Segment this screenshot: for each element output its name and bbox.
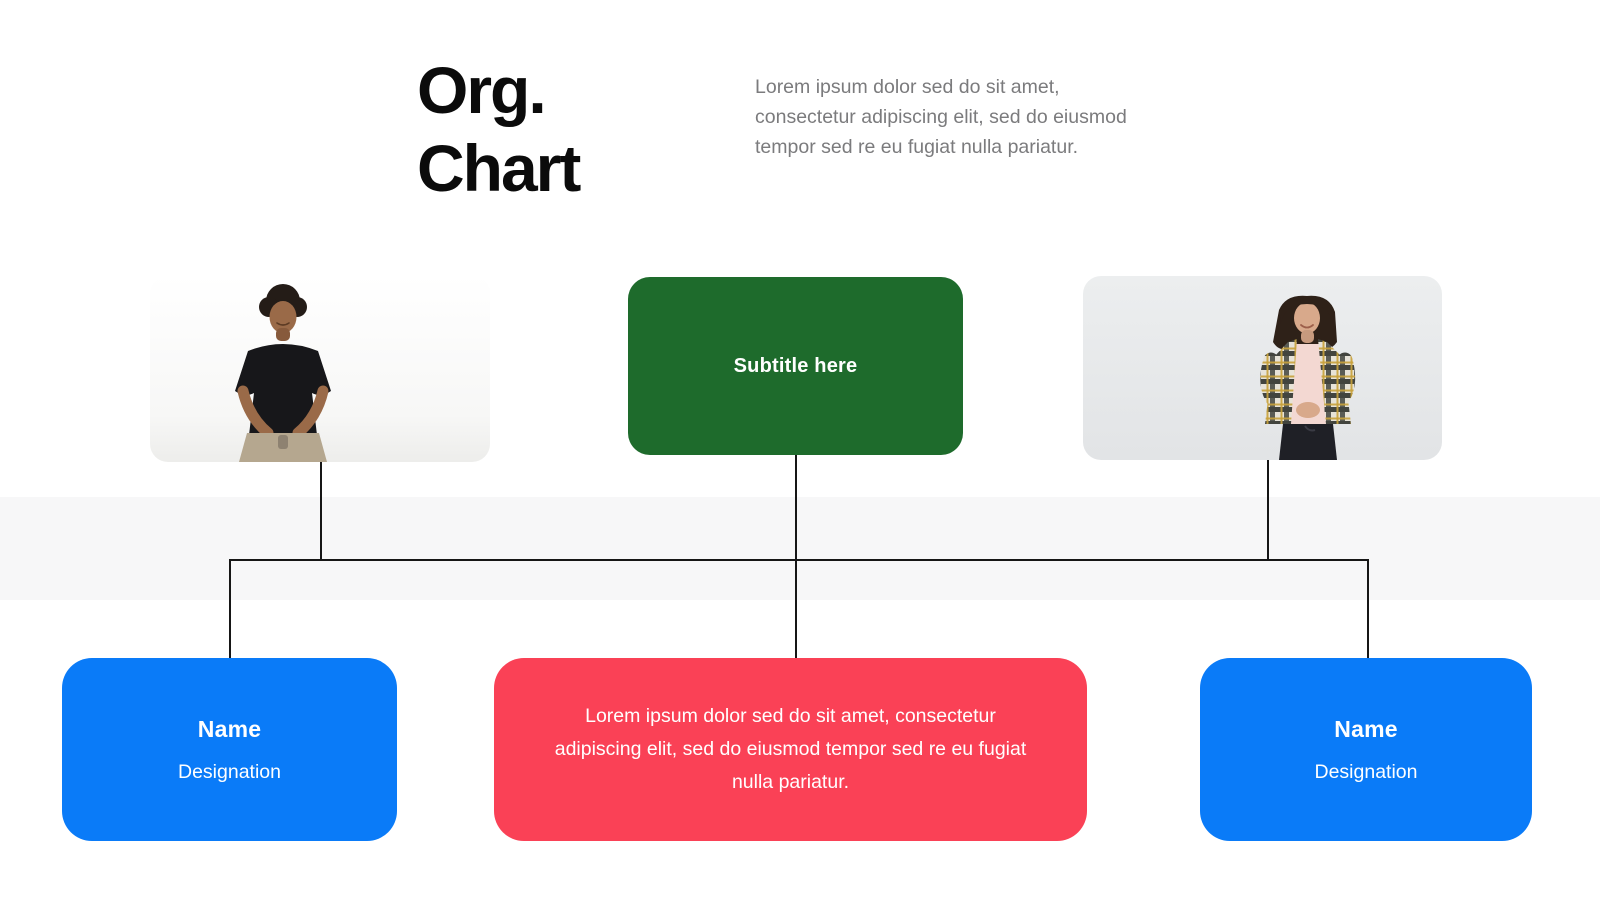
connector-right-photo-vertical: [1267, 458, 1269, 560]
lorem-card-text: Lorem ipsum dolor sed do sit amet, conse…: [554, 705, 1027, 793]
name-card-right-designation: Designation: [1314, 760, 1418, 783]
slide-description: Lorem ipsum dolor sed do sit amet, conse…: [755, 76, 1127, 158]
page-title-line-2: Chart: [417, 130, 581, 205]
name-card-left-designation: Designation: [178, 760, 281, 783]
woman-photo-illustration: [1083, 276, 1442, 460]
man-photo-illustration: [150, 275, 490, 462]
subtitle-box[interactable]: Subtitle here: [628, 277, 963, 455]
background-band: [0, 497, 1600, 600]
name-card-left[interactable]: Name Designation: [62, 658, 397, 841]
woman-photo[interactable]: [1083, 276, 1442, 460]
connector-left-photo-vertical: [320, 458, 322, 560]
name-card-left-name: Name: [197, 715, 262, 742]
man-photo[interactable]: [150, 275, 490, 462]
subtitle-box-label: Subtitle here: [733, 354, 858, 377]
connector-trunk-horizontal: [229, 559, 1369, 561]
connector-center-vertical: [795, 452, 797, 660]
connector-right-drop-vertical: [1367, 559, 1369, 659]
page-title-line-1: Org.: [417, 53, 547, 127]
lorem-card-center[interactable]: Lorem ipsum dolor sed do sit amet, conse…: [494, 658, 1087, 841]
name-card-right[interactable]: Name Designation: [1200, 658, 1532, 841]
page-title: Org.Chart: [417, 52, 581, 208]
connector-left-drop-vertical: [229, 559, 231, 659]
name-card-right-name: Name: [1334, 715, 1398, 742]
